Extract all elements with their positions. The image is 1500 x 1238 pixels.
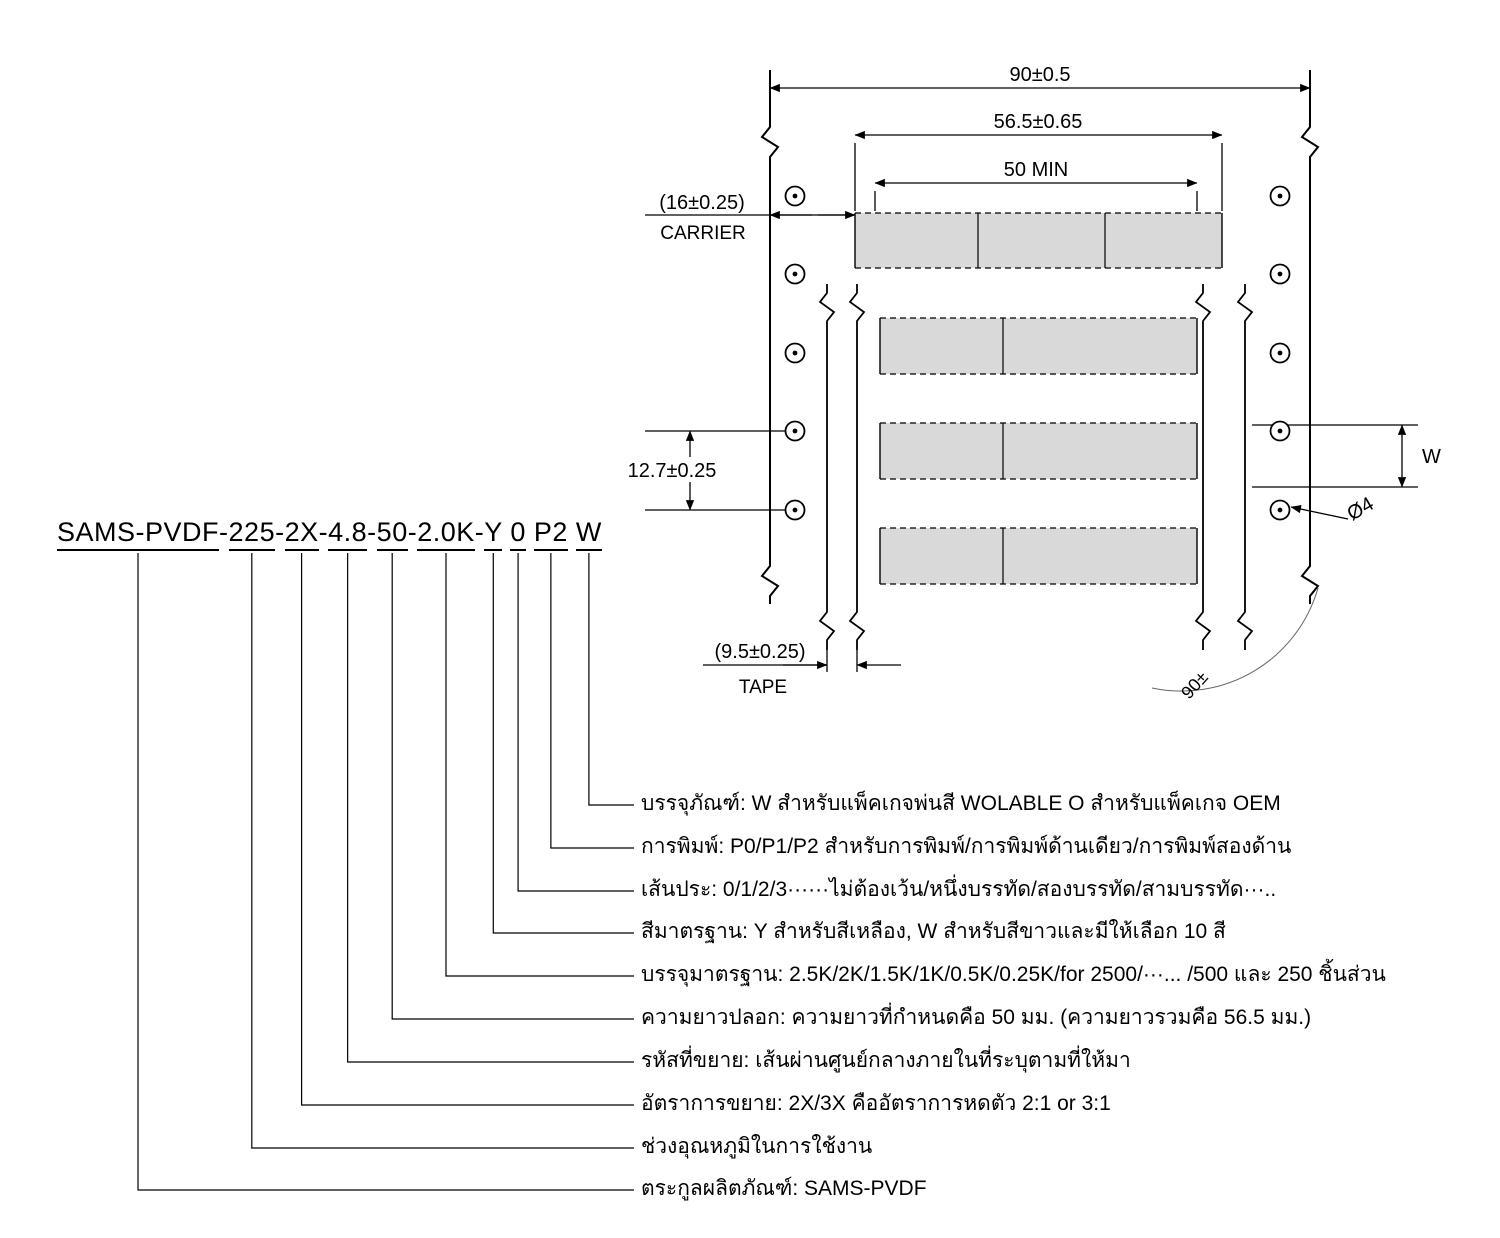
- leader-line: [347, 553, 634, 1063]
- segment-product-family: SAMS-PVDF: [57, 517, 220, 551]
- segment-dashed-lines: 0: [510, 517, 526, 551]
- desc-sleeve-length: ความยาวปลอก: ความยาวที่กำหนดคือ 50 มม. (…: [641, 1006, 1312, 1029]
- sleeve-body: [880, 423, 1197, 479]
- sprocket-holes: [784, 185, 1291, 521]
- separator: -: [367, 517, 377, 547]
- desc-standard-color: สีมาตรฐาน: Y สำหรับสีเหลือง, W สำหรับสีข…: [641, 920, 1226, 943]
- desc-packaging: บรรจุภัณฑ์: W สำหรับแพ็คเกจพ่นสี WOLABLE…: [641, 792, 1281, 815]
- segment-standard-color: Y: [484, 517, 503, 551]
- sleeve-body: [880, 318, 1197, 374]
- segment-temperature-range: 225: [228, 517, 276, 551]
- dim-sleeve-width-label: W: [1422, 446, 1441, 468]
- separator: -: [407, 517, 418, 547]
- sprocket-hole: [784, 420, 806, 442]
- segment-expanded-code: 4.8: [328, 517, 368, 551]
- segment-standard-packing: 2.0K: [417, 517, 475, 551]
- sleeve-body: [880, 528, 1197, 584]
- segment-sleeve-length: 50: [376, 517, 408, 551]
- desc-temperature-range: ช่วงอุณหภูมิในการใช้งาน: [641, 1135, 873, 1158]
- dim-hole-pitch: [630, 430, 785, 511]
- dim-hole-diameter: [1290, 504, 1349, 520]
- desc-printing: การพิมพ์: P0/P1/P2 สำหรับการพิมพ์/การพิม…: [641, 835, 1292, 858]
- carrier-strips: [818, 284, 1254, 650]
- leader-line: [137, 553, 634, 1191]
- dim-overall-width-label: 90±0.5: [1009, 64, 1070, 86]
- separator: -: [318, 517, 329, 547]
- dim-total-length-label: 56.5±0.65: [994, 111, 1083, 133]
- tape-edges: [760, 70, 1320, 604]
- dim-min-length: [874, 178, 1198, 211]
- sprocket-hole: [1269, 342, 1291, 364]
- sprocket-hole: [784, 342, 806, 364]
- sprocket-hole: [1269, 499, 1291, 521]
- sprocket-hole: [1269, 420, 1291, 442]
- desc-expansion-ratio: อัตราการขยาย: 2X/3X คืออัตราการหดตัว 2:1…: [641, 1092, 1111, 1115]
- desc-expanded-code: รหัสที่ขยาย: เส้นผ่านศูนย์กลางภายในที่ระ…: [641, 1049, 1131, 1072]
- segment-printing: P2: [533, 517, 568, 551]
- dim-tape-width: [703, 650, 901, 672]
- segment-expansion-ratio: 2X: [284, 517, 319, 551]
- carrier-label: CARRIER: [660, 223, 746, 244]
- desc-product-family: ตระกูลผลิตภัณฑ์: SAMS-PVDF: [641, 1177, 927, 1200]
- separator: -: [275, 517, 285, 547]
- part-number: SAMS-PVDF-225-2X-4.8-50-2.0K-Y 0 P2 W: [57, 517, 602, 551]
- leader-line: [492, 553, 634, 934]
- leader-line: [517, 553, 634, 892]
- angle-arc: [1151, 587, 1319, 692]
- tape-edge-right: [1300, 70, 1320, 604]
- sleeve-row: [879, 527, 1198, 585]
- tape-edge-left: [760, 70, 780, 604]
- dim-min-length-label: 50 MIN: [1004, 159, 1068, 181]
- dim-hole-pitch-label: 12.7±0.25: [628, 460, 717, 482]
- separator: [568, 517, 576, 547]
- sleeve-rows: [854, 212, 1223, 585]
- leader-line: [251, 553, 634, 1149]
- sprocket-hole: [1269, 263, 1291, 285]
- sprocket-hole: [784, 263, 806, 285]
- dimensions: [630, 83, 1418, 692]
- sprocket-hole: [784, 499, 806, 521]
- leader-line: [301, 553, 634, 1106]
- dim-carrier-width-label: (16±0.25): [659, 192, 744, 214]
- desc-standard-packing: บรรจุมาตรฐาน: 2.5K/2K/1.5K/1K/0.5K/0.25K…: [641, 963, 1386, 986]
- leader-line: [391, 553, 634, 1020]
- dim-total-length: [854, 130, 1223, 211]
- sleeve-row: [879, 317, 1198, 375]
- leader-line: [445, 553, 634, 977]
- sleeve-row: [879, 422, 1198, 480]
- separator: -: [219, 517, 229, 547]
- sprocket-hole: [1269, 185, 1291, 207]
- leader-line: [550, 553, 634, 849]
- tape-label: TAPE: [739, 677, 787, 698]
- separator: -: [474, 517, 485, 547]
- leader-line: [588, 553, 634, 806]
- sprocket-hole: [784, 185, 806, 207]
- dim-tape-width-label: (9.5±0.25): [714, 641, 805, 663]
- segment-packaging: W: [575, 517, 602, 551]
- sleeve-body: [855, 213, 1222, 268]
- sleeve-row: [854, 212, 1223, 269]
- desc-dashed-lines: เส้นประ: 0/1/2/3······ไม่ต้องเว้น/หนึ่งบ…: [641, 878, 1277, 901]
- separator: [526, 517, 534, 547]
